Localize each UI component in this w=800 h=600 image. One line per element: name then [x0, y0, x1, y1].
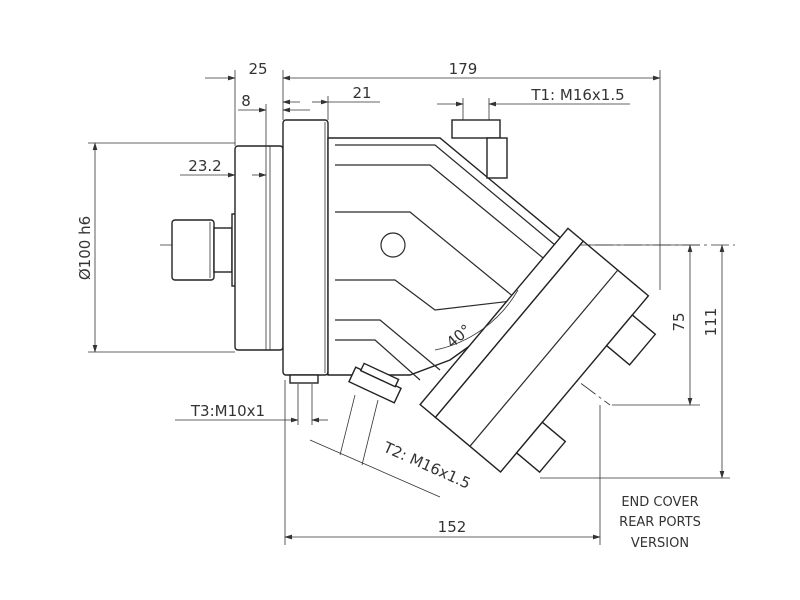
t3-port-label: T3:M10x1 [190, 402, 265, 420]
dimension-lines [88, 70, 730, 545]
t1-port-label: T1: M16x1.5 [530, 86, 624, 104]
shaft [171, 219, 233, 281]
dim-8: 8 [241, 92, 251, 110]
note-line-1: END COVER [621, 495, 698, 510]
dim-23-2: 23.2 [188, 157, 221, 175]
t2-port-label: T2: M16x1.5 [380, 438, 473, 493]
mounting-flange [282, 119, 329, 384]
note-line-3: VERSION [631, 536, 689, 551]
dim-179: 179 [449, 60, 478, 78]
dim-75: 75 [670, 312, 688, 331]
note-line-2: REAR PORTS [619, 515, 701, 530]
dim-25: 25 [248, 60, 267, 78]
dim-111: 111 [702, 308, 720, 337]
rotation-symbol [380, 232, 406, 258]
pump-body [327, 119, 577, 381]
dim-pilot-diameter: Ø100 h6 [76, 216, 94, 280]
angle-arc [434, 289, 519, 351]
dim-152: 152 [438, 518, 467, 536]
pilot [231, 145, 284, 351]
dim-21: 21 [352, 84, 371, 102]
end-cover [419, 227, 657, 474]
t2-port-boss [348, 362, 402, 404]
